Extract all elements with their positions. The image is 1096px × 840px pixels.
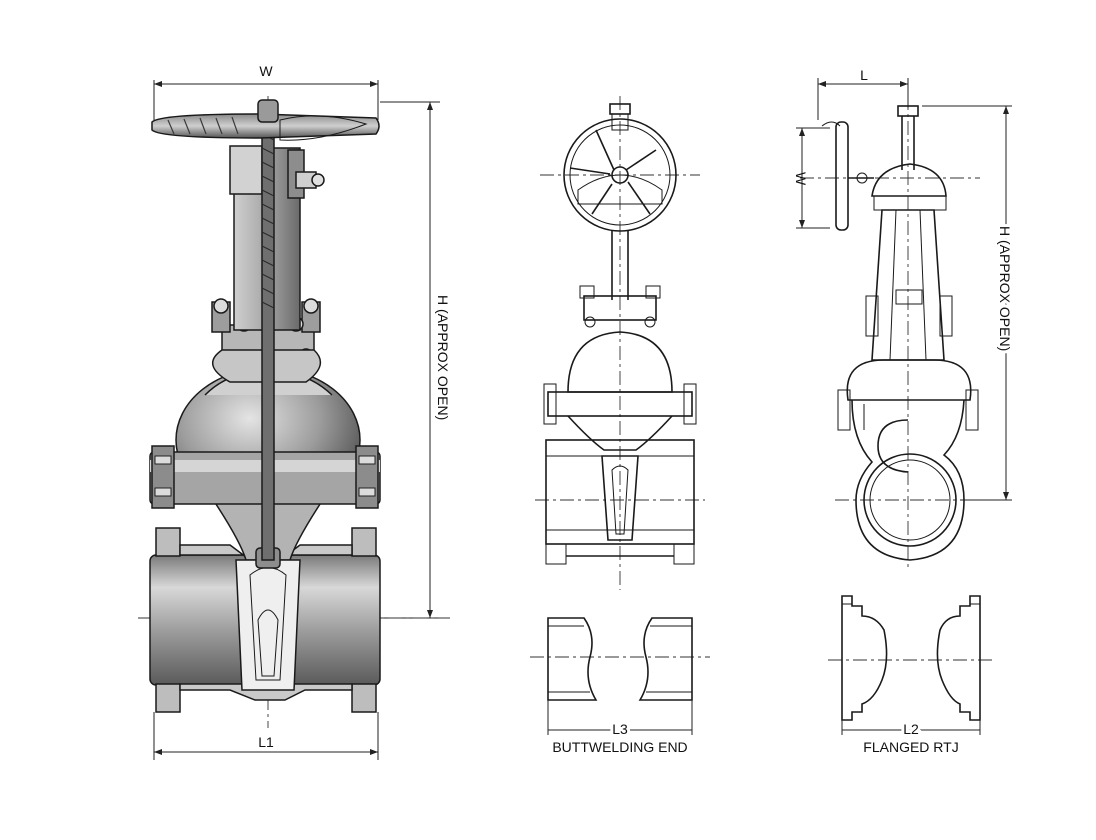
front-view-drawing (535, 96, 705, 590)
h-label-side: H (APPROX OPEN) (997, 226, 1013, 351)
flange-bottom-left (155, 683, 181, 713)
l1-dimension (153, 712, 379, 760)
threaded-stem (261, 107, 275, 561)
flange-bolts-right (355, 445, 379, 509)
flanged-rtj-label: FLANGED RTJ (863, 739, 958, 755)
stem-nut (257, 99, 279, 123)
gate-front (601, 455, 639, 541)
gear-housing-side (871, 163, 947, 197)
handwheel (151, 113, 380, 139)
side-view-drawing (796, 78, 1012, 570)
flange-bolts-left (151, 445, 175, 509)
l1-label: L1 (258, 734, 274, 750)
handwheel-front (563, 118, 677, 232)
w-label-main: W (259, 63, 273, 79)
flanged-rtj-detail (828, 595, 992, 735)
flange-bottom-right (351, 683, 377, 713)
h-dimension-main (380, 101, 440, 619)
main-valve-illustration: W H (APPROX OPEN) (138, 63, 451, 760)
bonnet-flange-front (547, 391, 693, 417)
gland-front (583, 295, 657, 321)
bore-circle (863, 453, 957, 547)
buttwelding-end-detail (530, 617, 710, 735)
w-label-side: W (793, 172, 809, 186)
buttwelding-end-label: BUTTWELDING END (552, 739, 687, 755)
body-side (851, 399, 965, 561)
h-label-main: H (APPROX OPEN) (435, 295, 451, 420)
l2-label: L2 (903, 721, 919, 737)
gate-cutaway (235, 559, 301, 691)
l3-label: L3 (612, 721, 628, 737)
handwheel-side (835, 121, 849, 231)
w-dimension-main (153, 80, 379, 120)
bonnet-front (567, 331, 673, 393)
flange-top-right (351, 527, 377, 557)
body-front (545, 439, 695, 545)
flange-top-left (155, 527, 181, 557)
l-label-side: L (860, 67, 868, 83)
